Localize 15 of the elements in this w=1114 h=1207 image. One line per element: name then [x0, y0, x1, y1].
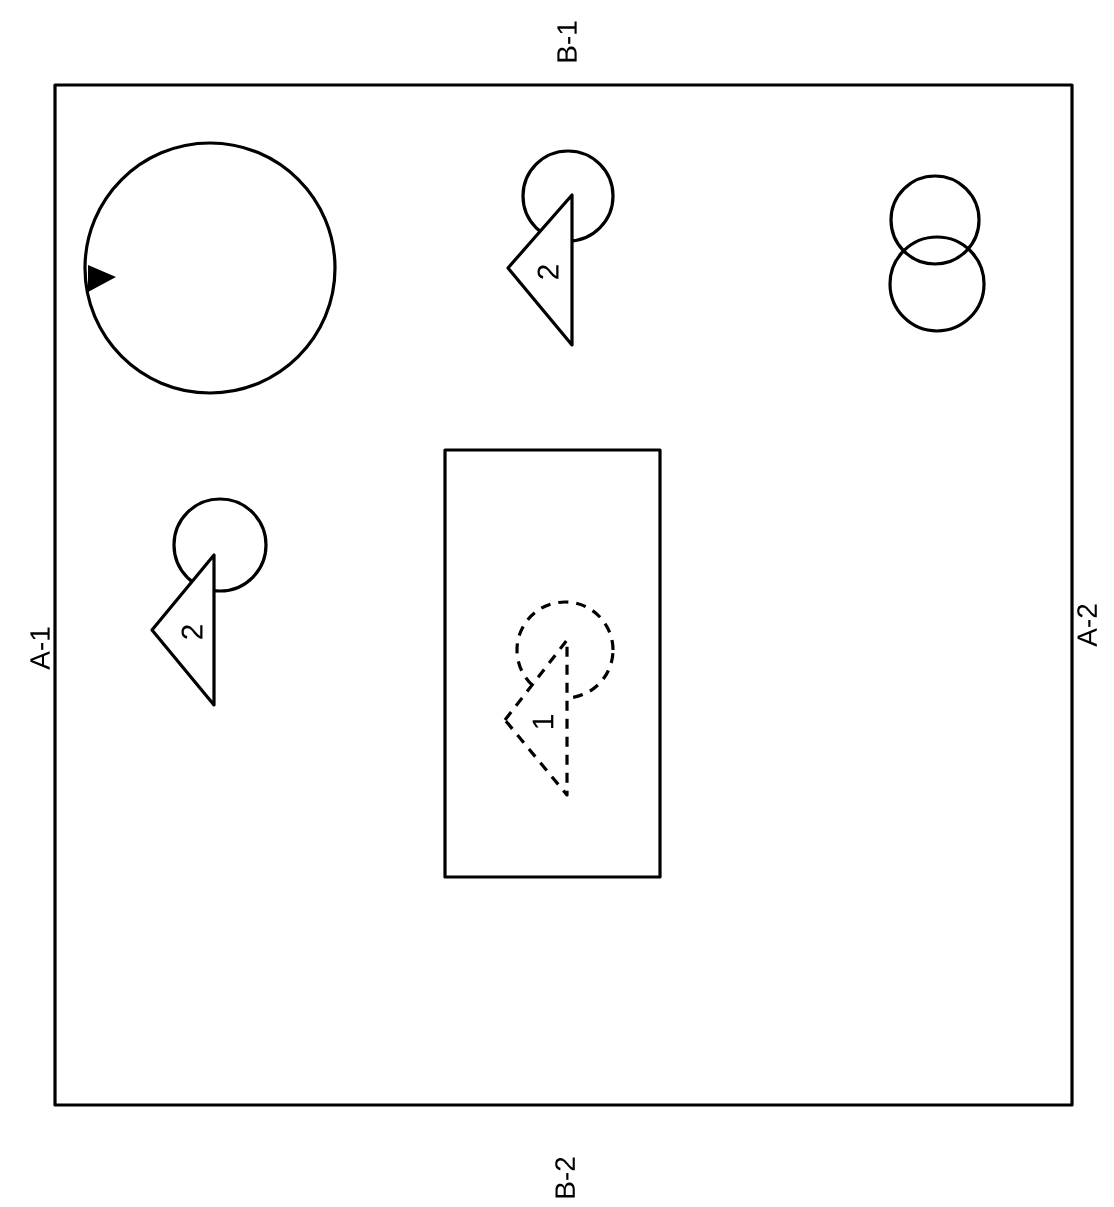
circle: [172, 497, 268, 593]
circle: [889, 174, 981, 266]
dashed-triangle: 1: [503, 638, 569, 797]
circle: [521, 149, 615, 243]
triangle: 2: [506, 193, 574, 347]
view-label: B-2: [555, 1157, 575, 1198]
triangle: 2: [150, 553, 216, 707]
frame: [53, 83, 1074, 1107]
view-label: B-1: [557, 21, 577, 62]
view-label: A-1: [30, 627, 50, 670]
circle: [888, 235, 986, 333]
view-label: A-2: [1077, 604, 1097, 647]
rectangle-box: [443, 448, 662, 879]
dashed-circle: [515, 600, 615, 700]
circle: [83, 141, 337, 395]
